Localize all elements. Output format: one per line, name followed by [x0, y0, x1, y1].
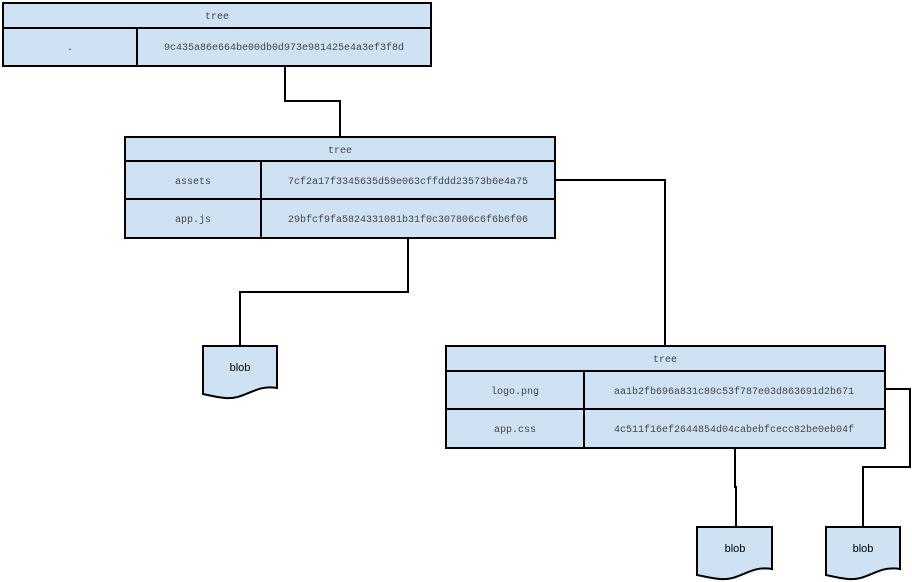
tree-header: [445, 345, 886, 372]
entry-hash-cell: [260, 198, 556, 239]
entry-name-cell: [445, 370, 585, 410]
blob-label: blob: [230, 362, 251, 374]
tree-header-label: tree: [205, 12, 229, 23]
blob-node-appjs: blob: [202, 345, 278, 400]
edge-logo-to-blob: [862, 388, 911, 527]
entry-name: .: [67, 43, 73, 54]
blob-label: blob: [853, 543, 874, 555]
tree-node-assets: tree logo.png aa1b2fb696a831c89c53f787e0…: [445, 345, 886, 449]
entry-hash-cell: [583, 370, 886, 410]
tree-header-label: tree: [328, 146, 352, 157]
tree-node-root-contents: tree assets 7cf2a17f3345635d59e063cffddd…: [124, 136, 556, 239]
entry-name: app.css: [494, 425, 536, 436]
entry-hash: 7cf2a17f3345635d59e063cffddd23573b6e4a75: [288, 176, 528, 188]
blob-node-appcss: blob: [696, 526, 773, 581]
entry-name-cell: [2, 27, 138, 67]
entry-hash-cell: [583, 408, 886, 449]
tree-node-root: tree . 9c435a86e664be00db0d973e981425e4a…: [2, 2, 432, 67]
entry-name: app.js: [175, 214, 211, 226]
edge-root-to-tree: [284, 66, 341, 137]
entry-hash-cell: [260, 160, 556, 200]
entry-hash: 29bfcf9fa5824331081b31f0c307806c6f6b6f06: [288, 214, 528, 226]
edge-assets-to-tree: [555, 179, 666, 346]
entry-hash: 4c511f16ef2644854d04cabebfcecc82be0eb04f: [614, 424, 854, 436]
entry-name: logo.png: [491, 386, 539, 398]
entry-hash: aa1b2fb696a831c89c53f787e03d863691d2b671: [614, 386, 854, 398]
tree-header-label: tree: [653, 355, 677, 366]
edge-appcss-to-blob: [734, 448, 737, 527]
entry-hash-cell: [136, 27, 432, 67]
entry-name: assets: [175, 177, 211, 188]
blob-node-logo: blob: [825, 526, 901, 581]
edge-appjs-to-blob: [239, 238, 409, 346]
entry-hash: 9c435a86e664be00db0d973e981425e4a3ef3f8d: [164, 42, 404, 54]
blob-label: blob: [725, 543, 746, 555]
